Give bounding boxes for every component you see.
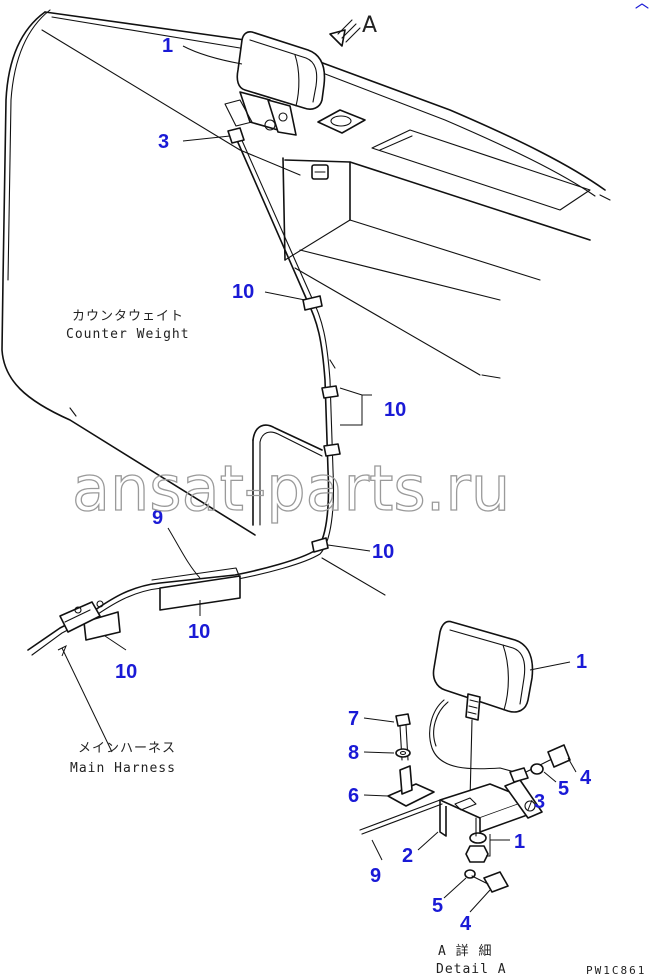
- callout-10-d: 10: [188, 621, 210, 643]
- work-lamp-top: [224, 31, 326, 136]
- leader-lines: [57, 45, 577, 913]
- callout-7: 7: [348, 708, 359, 730]
- callout-1-top: 1: [162, 35, 173, 57]
- harness-main-run: [27, 127, 386, 656]
- callout-6: 6: [348, 785, 359, 807]
- callout-5-right: 5: [558, 778, 569, 800]
- callout-8: 8: [348, 742, 359, 764]
- callout-5-bottom: 5: [432, 895, 443, 917]
- callout-9-main: 9: [152, 507, 163, 529]
- detail-label-en: Detail A: [436, 962, 507, 977]
- counterweight-label-jp: カウンタウェイト: [72, 309, 184, 324]
- detail-a-assembly: [359, 620, 571, 893]
- drawing-code: PW1C861: [586, 964, 646, 977]
- callout-10-b: 10: [384, 399, 406, 421]
- callout-2: 2: [402, 845, 413, 867]
- callout-10-a: 10: [232, 281, 254, 303]
- text-labels: カウンタウェイト Counter Weight メインハーネス Main Har…: [66, 309, 646, 977]
- main-harness-label-en: Main Harness: [70, 761, 176, 776]
- callout-4-bottom: 4: [460, 913, 472, 935]
- callout-3-top: 3: [158, 131, 169, 153]
- corner-mark: [635, 3, 649, 9]
- callout-9-detail: 9: [370, 865, 381, 887]
- callout-10-c: 10: [372, 541, 394, 563]
- watermark: ansat-parts.ru: [72, 452, 510, 525]
- view-label: A: [362, 13, 377, 38]
- view-arrow: [329, 19, 361, 47]
- callout-1-lamp: 1: [576, 651, 587, 673]
- counterweight-label-en: Counter Weight: [66, 327, 190, 342]
- callouts: 1 3 10 10 10 9 10 10 1 7 8 6 2 9 4 5 3 1…: [115, 35, 592, 935]
- callout-3-detail: 3: [534, 791, 545, 813]
- callout-4-right: 4: [580, 767, 592, 789]
- counterweight-outline: [1, 9, 611, 536]
- callout-1-nut: 1: [514, 831, 525, 853]
- detail-label-jp: A 詳 細: [438, 943, 492, 959]
- callout-10-e: 10: [115, 661, 137, 683]
- main-harness-label-jp: メインハーネス: [78, 741, 176, 756]
